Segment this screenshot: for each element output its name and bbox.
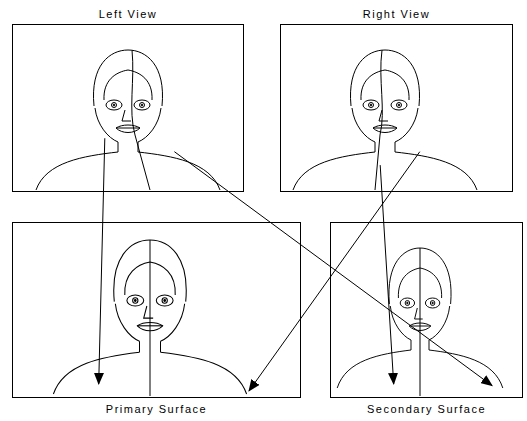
view-panel: Right View [280,24,513,192]
primary-face [53,240,246,396]
panel-title: Left View [13,8,243,20]
mapping-arrow [380,165,394,384]
mapping-arrow [249,152,420,391]
panel-title: Right View [281,8,512,20]
mapping-arrow [174,152,492,386]
surface-panel: Primary Surface [12,222,301,398]
right-face [293,50,477,190]
panel-title: Secondary Surface [331,403,522,415]
panel-title: Primary Surface [13,403,300,415]
mapping-arrow [99,138,105,384]
secondary-face [337,248,503,396]
view-panel: Left View [12,24,244,192]
surface-panel: Secondary Surface [330,222,523,398]
left-face [36,50,220,190]
